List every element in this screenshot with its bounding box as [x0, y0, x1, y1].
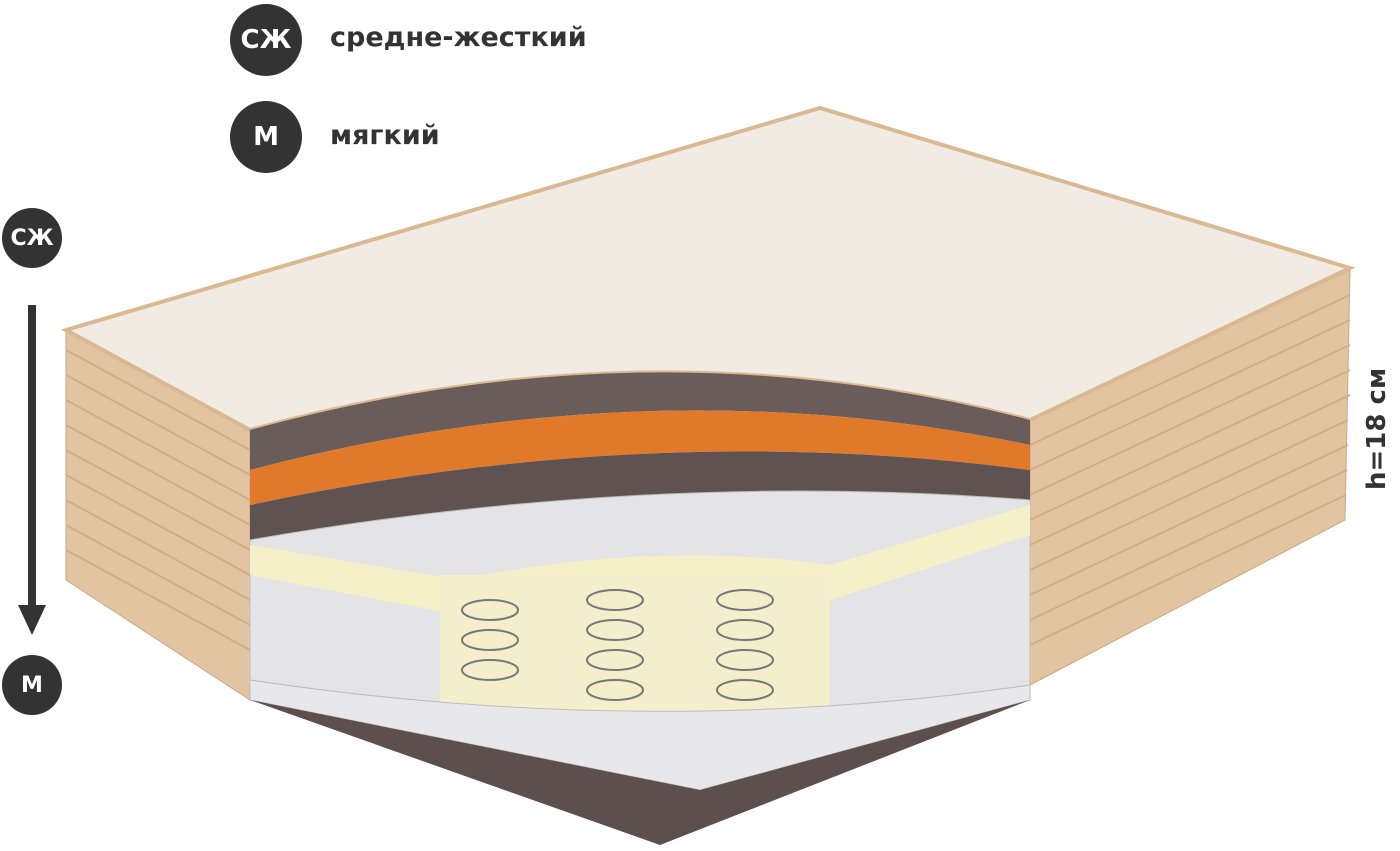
legend-label-medium-firm: средне-жесткий: [330, 22, 587, 53]
height-label: h=18 см: [1362, 367, 1392, 490]
felt-layer-bottom: [250, 700, 1030, 845]
felt-layer-middle: [250, 451, 1030, 540]
coconut-layer: [250, 410, 1030, 505]
legend-badge-soft: М: [230, 101, 302, 173]
scale-top-badge: СЖ: [2, 208, 62, 268]
legend-badge-medium-firm: СЖ: [230, 4, 302, 76]
bottom-foam-layer: [249, 679, 1031, 791]
legend-label-soft: мягкий: [330, 120, 440, 151]
felt-layer-top: [250, 372, 1030, 470]
arrow-head-icon: [18, 605, 46, 635]
scale-bottom-badge: М: [2, 655, 62, 715]
